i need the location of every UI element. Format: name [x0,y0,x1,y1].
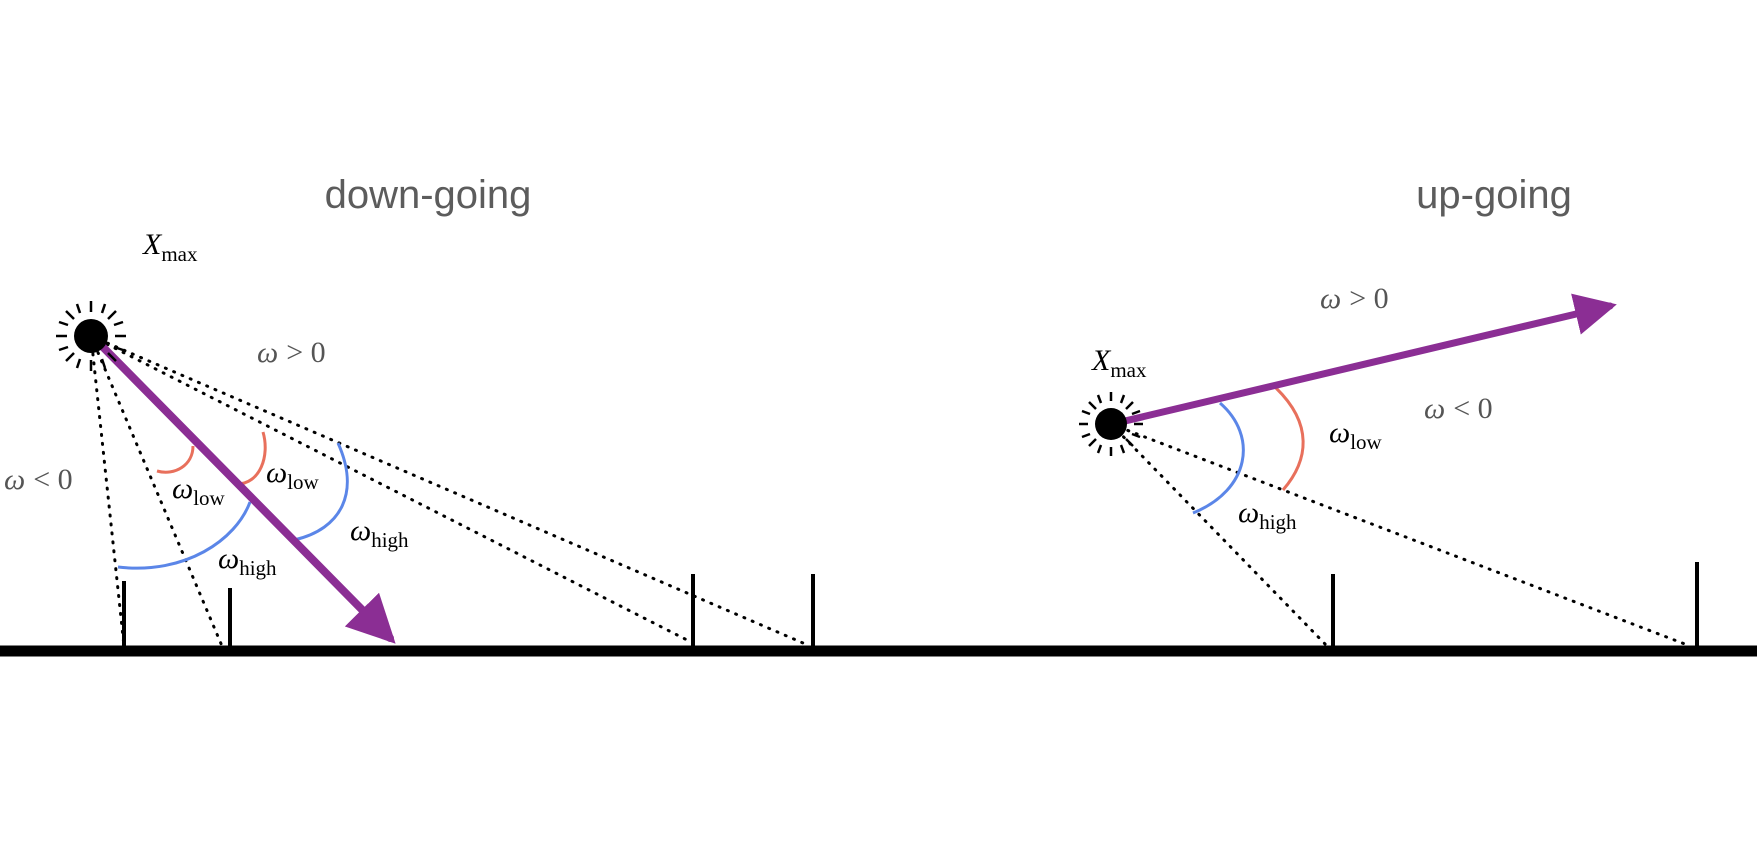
xmax-label: Xmax [142,228,198,266]
line-of-sight [89,334,126,648]
omega-low-arc [236,431,267,486]
angle-arcs-down [117,431,349,570]
detector-stations-up [1331,562,1699,646]
omega-low-arc [1274,386,1305,491]
omega-high-label: ωhigh [218,542,277,580]
omega-low-label: ωlow [266,456,320,494]
omega-positive-label: ω> 0 [257,336,326,369]
omega-high-arc [293,442,349,542]
omega-positive-label: ω> 0 [1320,282,1389,315]
angle-arcs-up [1192,386,1305,515]
omega-low-label: ωlow [172,472,226,510]
lines-of-sight-up [1109,422,1692,648]
line-of-sight [89,334,689,642]
xmax-sun-icon [1079,392,1143,456]
xmax-label: Xmax [1091,344,1147,382]
omega-negative-label: ω< 0 [4,463,73,496]
omega-high-label: ωhigh [350,514,409,552]
omega-high-arc [1192,401,1245,515]
title-up-going: up-going [1416,173,1572,217]
omega-high-arc [117,501,252,570]
shower-axis-down [88,332,396,644]
title-down-going: down-going [325,173,532,217]
line-of-sight [1109,422,1329,648]
omega-low-arc [156,445,195,474]
omega-negative-label: ω< 0 [1424,392,1493,425]
omega-low-label: ωlow [1329,416,1383,454]
xmax-sun-icon [56,301,126,371]
omega-high-label: ωhigh [1238,496,1297,534]
shower-axis-up [1104,293,1617,429]
detector-stations-down [122,574,815,646]
line-of-sight [89,334,224,648]
line-of-sight [1109,422,1692,648]
lines-of-sight-down [89,334,812,648]
